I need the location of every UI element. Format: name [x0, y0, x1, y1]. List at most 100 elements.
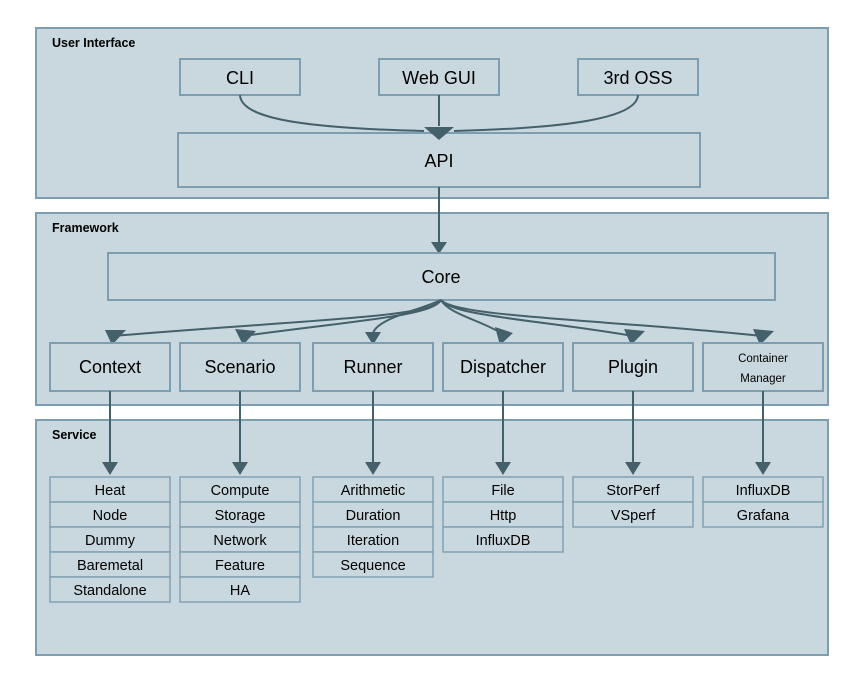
service-item-label: HA [230, 583, 250, 599]
service-item[interactable]: InfluxDB [702, 476, 824, 503]
service-item-label: Dummy [85, 533, 136, 549]
panel-title-service: Service [52, 428, 97, 442]
service-item-box[interactable] [179, 576, 301, 603]
service-item-label: Http [490, 508, 517, 524]
node-cli-label: CLI [226, 68, 254, 88]
service-item[interactable]: InfluxDB [442, 526, 564, 553]
node-web-gui[interactable]: Web GUI [378, 58, 500, 96]
service-item[interactable]: Standalone [49, 576, 171, 603]
node-runner-box[interactable] [312, 342, 434, 392]
service-item-box[interactable] [442, 526, 564, 553]
service-column-context: Heat Node Dummy Baremetal Standalone [49, 476, 171, 603]
edge-core-to-runner [365, 299, 442, 345]
edge-core-to-scenario [235, 299, 442, 345]
service-item-label: VSperf [611, 508, 656, 524]
node-dispatcher[interactable]: Dispatcher [442, 342, 564, 392]
service-item-box[interactable] [312, 501, 434, 528]
service-item[interactable]: Grafana [702, 501, 824, 528]
node-container-manager-label-line-1: Container [738, 353, 788, 365]
service-item-label: Baremetal [77, 558, 143, 574]
node-container-manager[interactable]: Container Manager [702, 342, 824, 392]
service-item[interactable]: Compute [179, 476, 301, 503]
service-item-box[interactable] [572, 501, 694, 528]
service-item[interactable]: Heat [49, 476, 171, 503]
node-api[interactable]: API [177, 132, 701, 188]
node-third-oss[interactable]: 3rd OSS [577, 58, 699, 96]
service-item-label: StorPerf [606, 483, 660, 499]
node-dispatcher-box[interactable] [442, 342, 564, 392]
service-item-label: Storage [215, 508, 266, 524]
service-column-plugin: StorPerf VSperf [572, 476, 694, 528]
node-third-oss-label: 3rd OSS [603, 68, 672, 88]
service-item[interactable]: Feature [179, 551, 301, 578]
edge-context-to-services [102, 391, 118, 475]
panel-title-framework: Framework [52, 221, 119, 235]
node-core-box[interactable] [107, 252, 776, 301]
node-third-oss-box[interactable] [577, 58, 699, 96]
node-plugin[interactable]: Plugin [572, 342, 694, 392]
edge-api-to-core [431, 187, 447, 254]
node-web-gui-label: Web GUI [402, 68, 476, 88]
service-item-label: Standalone [73, 583, 146, 599]
service-item[interactable]: Http [442, 501, 564, 528]
service-item[interactable]: Sequence [312, 551, 434, 578]
service-item-box[interactable] [702, 501, 824, 528]
service-item-box[interactable] [179, 501, 301, 528]
service-item[interactable]: Baremetal [49, 551, 171, 578]
service-item-box[interactable] [312, 476, 434, 503]
service-item-box[interactable] [702, 476, 824, 503]
service-item[interactable]: Node [49, 501, 171, 528]
node-scenario-label: Scenario [204, 357, 275, 377]
layer-user-interface: User Interface CLI Web GUI 3rd OSS API [35, 27, 829, 199]
node-plugin-label: Plugin [608, 357, 658, 377]
service-item-box[interactable] [179, 476, 301, 503]
node-container-manager-box[interactable] [702, 342, 824, 392]
service-column-container-manager: InfluxDB Grafana [702, 476, 824, 528]
service-item[interactable]: File [442, 476, 564, 503]
service-item[interactable]: Duration [312, 501, 434, 528]
node-context-box[interactable] [49, 342, 171, 392]
service-item-label: Heat [95, 483, 126, 499]
node-runner-label: Runner [343, 357, 402, 377]
edge-cli-to-api [239, 94, 425, 132]
layer-framework: Framework Core [35, 187, 829, 406]
service-item-box[interactable] [312, 551, 434, 578]
service-item[interactable]: Iteration [312, 526, 434, 553]
node-scenario-box[interactable] [179, 342, 301, 392]
service-item[interactable]: Network [179, 526, 301, 553]
service-item[interactable]: StorPerf [572, 476, 694, 503]
node-core-label: Core [421, 267, 460, 287]
service-item[interactable]: Dummy [49, 526, 171, 553]
node-scenario[interactable]: Scenario [179, 342, 301, 392]
service-item-label: Sequence [340, 558, 405, 574]
service-item-box[interactable] [312, 526, 434, 553]
service-item[interactable]: VSperf [572, 501, 694, 528]
node-runner[interactable]: Runner [312, 342, 434, 392]
service-item-box[interactable] [442, 476, 564, 503]
service-item-box[interactable] [49, 576, 171, 603]
service-item-label: Arithmetic [341, 483, 405, 499]
node-cli[interactable]: CLI [179, 58, 301, 96]
edge-third-oss-to-api [453, 94, 639, 132]
service-column-runner: Arithmetic Duration Iteration Sequence [312, 476, 434, 578]
service-item-box[interactable] [572, 476, 694, 503]
service-item[interactable]: HA [179, 576, 301, 603]
layer-service: Service Heat [35, 391, 829, 656]
service-item-box[interactable] [179, 551, 301, 578]
node-core[interactable]: Core [107, 252, 776, 301]
service-item-label: InfluxDB [736, 483, 791, 499]
service-item-box[interactable] [179, 526, 301, 553]
node-container-manager-label-line-2: Manager [740, 373, 786, 385]
service-item[interactable]: Arithmetic [312, 476, 434, 503]
edge-container-manager-to-services [755, 391, 771, 475]
service-item-label: Iteration [347, 533, 399, 549]
service-item-label: InfluxDB [476, 533, 531, 549]
service-column-dispatcher: File Http InfluxDB [442, 476, 564, 553]
service-item[interactable]: Storage [179, 501, 301, 528]
service-item-box[interactable] [49, 551, 171, 578]
node-context[interactable]: Context [49, 342, 171, 392]
service-item-box[interactable] [442, 501, 564, 528]
edge-scenario-to-services [232, 391, 248, 475]
service-item-box[interactable] [49, 526, 171, 553]
